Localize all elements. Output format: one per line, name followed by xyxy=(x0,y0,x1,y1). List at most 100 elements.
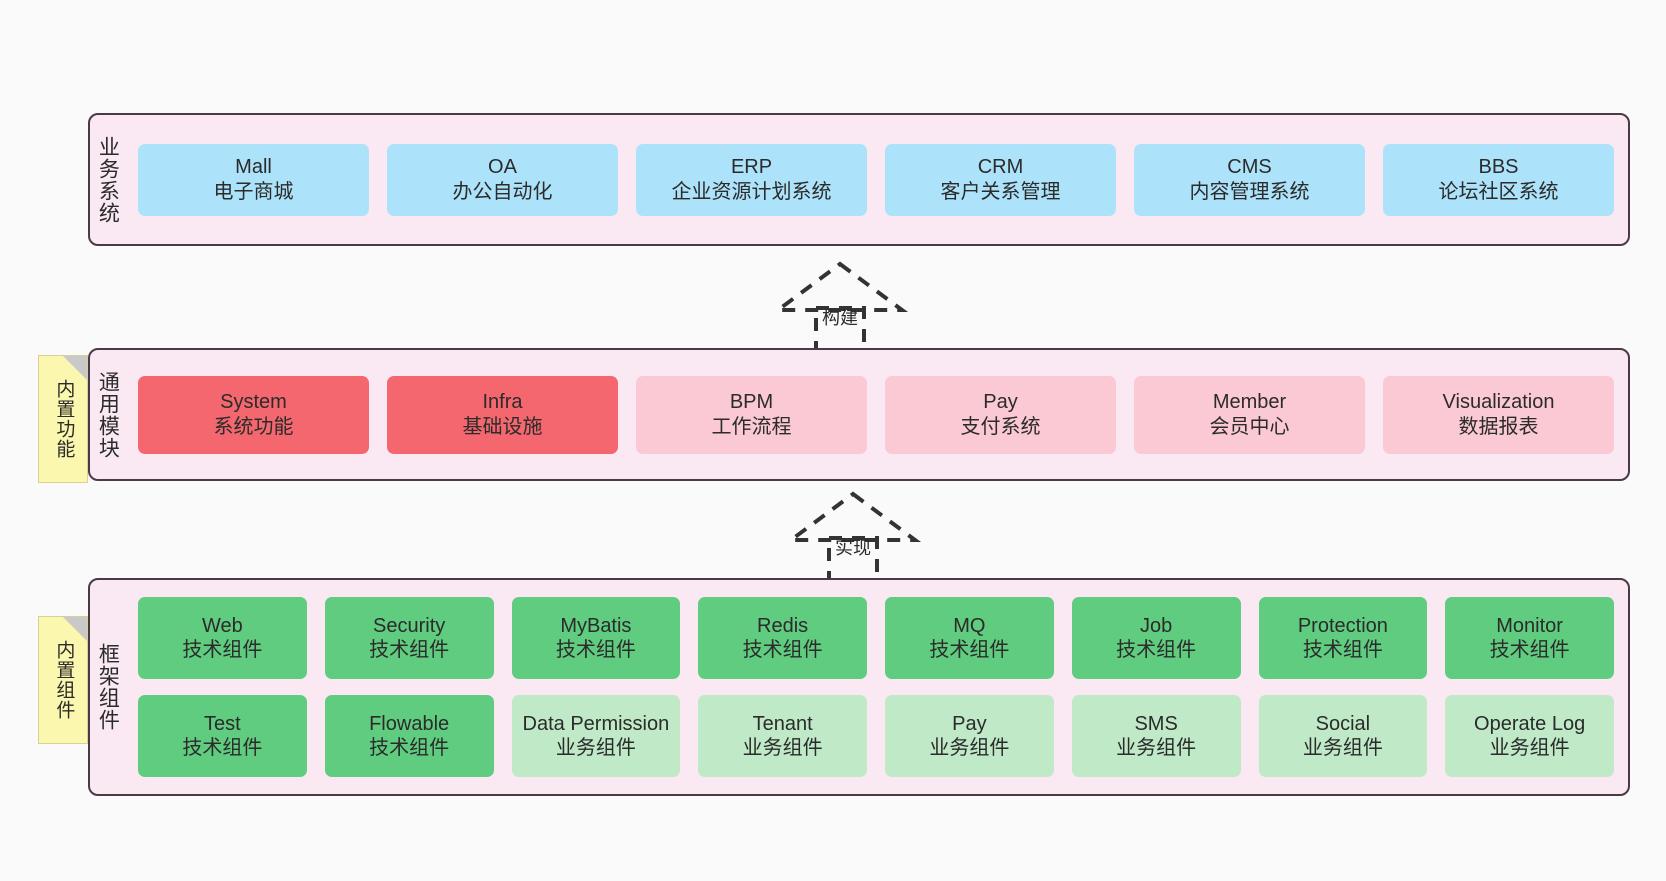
card-title: Infra xyxy=(482,391,523,414)
card-subtitle: 内容管理系统 xyxy=(1189,180,1310,203)
card-bbs[interactable]: BBS 论坛社区系统 xyxy=(1383,143,1614,216)
card-tenant[interactable]: Tenant 业务组件 xyxy=(698,695,867,777)
card-title: Pay xyxy=(952,712,987,735)
card-crm[interactable]: CRM 客户关系管理 xyxy=(885,143,1116,216)
card-title: Job xyxy=(1140,614,1173,637)
card-title: MQ xyxy=(953,614,986,637)
card-cms[interactable]: CMS 内容管理系统 xyxy=(1134,143,1365,216)
layer-framework-cards: Web 技术组件 Security 技术组件 MyBatis 技术组件 Redi… xyxy=(124,580,1628,794)
card-title: BPM xyxy=(729,391,774,414)
card-bpm[interactable]: BPM 工作流程 xyxy=(636,375,867,454)
card-title: BBS xyxy=(1478,156,1519,179)
layer-business-systems: 业务系统 Mall 电子商城 OA 办公自动化 ERP 企业资源计划系统 CRM… xyxy=(88,113,1630,246)
card-subtitle: 技术组件 xyxy=(369,737,450,759)
card-title: Tenant xyxy=(752,712,813,735)
layer-title-common-modules: 通用模块 xyxy=(96,370,120,459)
card-title: Flowable xyxy=(369,712,450,735)
card-infra[interactable]: Infra 基础设施 xyxy=(387,375,618,454)
card-subtitle: 技术组件 xyxy=(1489,639,1570,661)
card-subtitle: 办公自动化 xyxy=(452,180,553,203)
card-system[interactable]: System 系统功能 xyxy=(138,375,369,454)
card-title: CRM xyxy=(977,156,1024,179)
card-title: Test xyxy=(204,712,241,735)
card-subtitle: 电子商城 xyxy=(213,180,294,203)
card-subtitle: 技术组件 xyxy=(369,639,450,661)
card-job[interactable]: Job 技术组件 xyxy=(1071,597,1241,679)
card-data-permission[interactable]: Data Permission 业务组件 xyxy=(511,695,681,777)
card-title: Social xyxy=(1315,712,1371,735)
card-subtitle: 企业资源计划系统 xyxy=(671,180,832,203)
card-subtitle: 客户关系管理 xyxy=(940,180,1061,203)
arrow-realize: 实现 xyxy=(763,488,943,584)
card-row: Web 技术组件 Security 技术组件 MyBatis 技术组件 Redi… xyxy=(138,597,1614,679)
card-operate-log[interactable]: Operate Log 业务组件 xyxy=(1445,695,1614,777)
card-sms[interactable]: SMS 业务组件 xyxy=(1071,695,1241,777)
card-subtitle: 技术组件 xyxy=(742,639,823,661)
card-subtitle: 技术组件 xyxy=(182,639,263,661)
card-pay-biz[interactable]: Pay 业务组件 xyxy=(885,695,1054,777)
card-title: Protection xyxy=(1297,614,1388,637)
note-fold-corner-icon xyxy=(63,617,87,641)
card-title: Member xyxy=(1212,391,1287,414)
card-flowable[interactable]: Flowable 技术组件 xyxy=(324,695,494,777)
card-subtitle: 论坛社区系统 xyxy=(1438,180,1559,203)
card-mybatis[interactable]: MyBatis 技术组件 xyxy=(511,597,681,679)
card-erp[interactable]: ERP 企业资源计划系统 xyxy=(636,143,867,216)
card-title: ERP xyxy=(730,156,773,179)
note-label: 内置功能 xyxy=(53,379,75,459)
card-member[interactable]: Member 会员中心 xyxy=(1134,375,1365,454)
card-security[interactable]: Security 技术组件 xyxy=(324,597,494,679)
card-title: CMS xyxy=(1227,156,1272,179)
card-subtitle: 业务组件 xyxy=(1302,737,1383,759)
card-subtitle: 业务组件 xyxy=(555,737,636,759)
card-subtitle: 技术组件 xyxy=(929,639,1010,661)
card-title: Visualization xyxy=(1442,391,1555,414)
card-row: Test 技术组件 Flowable 技术组件 Data Permission … xyxy=(138,695,1614,777)
card-mq[interactable]: MQ 技术组件 xyxy=(885,597,1054,679)
card-subtitle: 会员中心 xyxy=(1209,415,1290,438)
card-title: Mall xyxy=(235,156,272,179)
card-social[interactable]: Social 业务组件 xyxy=(1258,695,1428,777)
card-subtitle: 系统功能 xyxy=(213,415,294,438)
card-mall[interactable]: Mall 电子商城 xyxy=(138,143,369,216)
card-web[interactable]: Web 技术组件 xyxy=(138,597,307,679)
card-visualization[interactable]: Visualization 数据报表 xyxy=(1383,375,1614,454)
card-title: Security xyxy=(373,614,446,637)
card-subtitle: 支付系统 xyxy=(960,415,1041,438)
card-subtitle: 工作流程 xyxy=(711,415,792,438)
card-row: System 系统功能 Infra 基础设施 BPM 工作流程 Pay 支付系统… xyxy=(138,375,1614,454)
card-test[interactable]: Test 技术组件 xyxy=(138,695,307,777)
card-title: System xyxy=(220,391,287,414)
card-subtitle: 业务组件 xyxy=(742,737,823,759)
card-title: Pay xyxy=(983,391,1018,414)
layer-business-cards: Mall 电子商城 OA 办公自动化 ERP 企业资源计划系统 CRM 客户关系… xyxy=(124,115,1628,244)
card-subtitle: 技术组件 xyxy=(182,737,263,759)
card-row: Mall 电子商城 OA 办公自动化 ERP 企业资源计划系统 CRM 客户关系… xyxy=(138,143,1614,216)
card-title: OA xyxy=(488,156,517,179)
card-subtitle: 基础设施 xyxy=(462,415,543,438)
card-title: SMS xyxy=(1134,712,1178,735)
card-title: MyBatis xyxy=(560,614,632,637)
card-subtitle: 技术组件 xyxy=(555,639,636,661)
layer-common-cards: System 系统功能 Infra 基础设施 BPM 工作流程 Pay 支付系统… xyxy=(124,350,1628,479)
card-title: Web xyxy=(201,614,243,637)
note-label: 内置组件 xyxy=(53,640,75,720)
card-pay[interactable]: Pay 支付系统 xyxy=(885,375,1116,454)
note-builtin-function: 内置功能 xyxy=(38,355,88,483)
card-title: Redis xyxy=(757,614,809,637)
card-title: Operate Log xyxy=(1474,712,1586,735)
card-monitor[interactable]: Monitor 技术组件 xyxy=(1445,597,1614,679)
note-builtin-component: 内置组件 xyxy=(38,616,88,744)
card-protection[interactable]: Protection 技术组件 xyxy=(1258,597,1428,679)
card-redis[interactable]: Redis 技术组件 xyxy=(698,597,867,679)
card-oa[interactable]: OA 办公自动化 xyxy=(387,143,618,216)
layer-framework-components: 框架组件 Web 技术组件 Security 技术组件 MyBatis 技术组件… xyxy=(88,578,1630,796)
card-subtitle: 技术组件 xyxy=(1116,639,1197,661)
arrow-build: 构建 xyxy=(750,258,930,354)
layer-title-business-systems: 业务系统 xyxy=(96,135,120,224)
card-subtitle: 技术组件 xyxy=(1302,639,1383,661)
card-subtitle: 业务组件 xyxy=(929,737,1010,759)
card-subtitle: 业务组件 xyxy=(1116,737,1197,759)
card-title: Data Permission xyxy=(522,712,670,735)
